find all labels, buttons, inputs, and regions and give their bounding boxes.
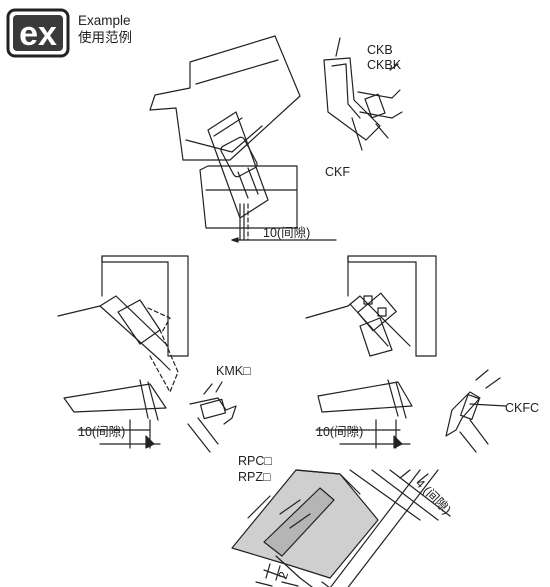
label-gap-top: 10(间隙) — [263, 226, 310, 240]
ckfc-detail — [445, 369, 507, 453]
label-gap-left: 10(间隙) — [78, 425, 125, 439]
example-title: Example 使用范例 — [78, 12, 132, 46]
svg-text:ex: ex — [19, 15, 57, 53]
label-ckbk: CKBK — [367, 58, 402, 72]
label-ckfc: CKFC — [505, 401, 539, 415]
top-assembly — [149, 35, 337, 243]
bottom-detail — [231, 469, 451, 587]
label-gap-bottom: 4 (间隙) — [413, 476, 454, 517]
kmk-detail — [187, 381, 237, 453]
example-title-zh: 使用范例 — [78, 30, 132, 45]
ex-badge-icon: ex — [6, 8, 70, 58]
right-assembly — [305, 255, 437, 449]
label-rpc: RPC□ — [238, 454, 272, 468]
label-ckb: CKB — [367, 43, 393, 57]
label-kmk: KMK□ — [216, 364, 251, 378]
label-ckf: CKF — [325, 165, 350, 179]
left-assembly — [57, 255, 189, 449]
example-title-en: Example — [78, 13, 131, 28]
label-gap-right: 10(间隙) — [316, 425, 363, 439]
ckb-detail — [323, 37, 403, 151]
label-rpz: RPZ□ — [238, 470, 271, 484]
label-dim-two: 2 — [276, 570, 292, 581]
